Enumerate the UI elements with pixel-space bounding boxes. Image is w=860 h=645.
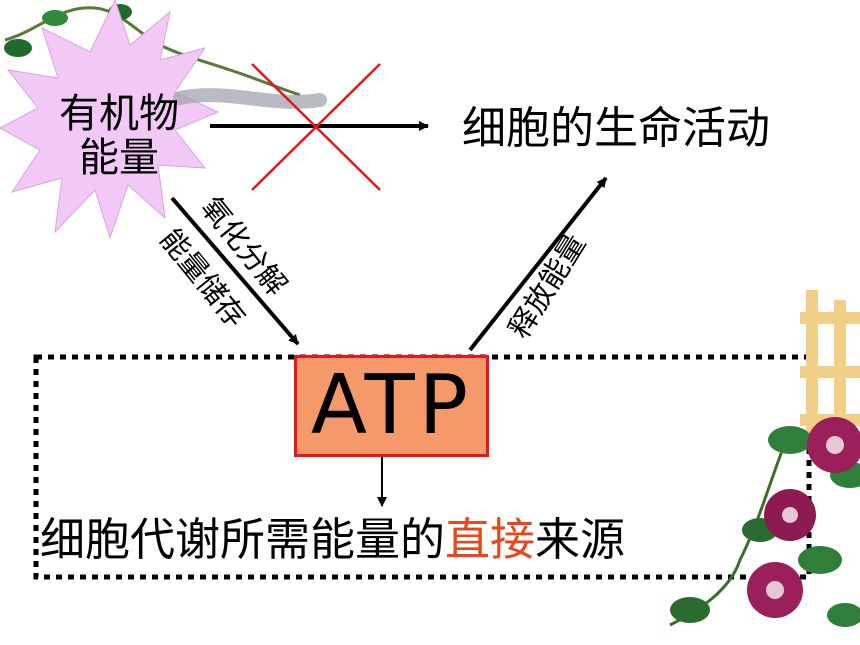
source-line1: 有机物 <box>59 91 179 137</box>
atp-label: ATP <box>310 358 473 453</box>
source-line2: 能量 <box>79 135 159 181</box>
morning-glory-decoration-icon <box>669 417 860 627</box>
target-label: 细胞的生命活动 <box>462 103 770 154</box>
atp-box <box>294 355 489 457</box>
release-arrow <box>468 176 608 352</box>
source-label: 有机物 能量 <box>44 92 194 180</box>
oxidation-arrow <box>170 196 300 346</box>
caption-part1: 细胞代谢所需能量的 <box>40 513 446 566</box>
lattice-decoration-icon <box>800 290 860 440</box>
caption-highlight: 直接 <box>445 513 536 566</box>
caption-part2: 来源 <box>535 513 626 566</box>
cross-mark-icon <box>251 63 381 191</box>
brush-stroke-icon <box>173 88 327 109</box>
bottom-caption: 细胞代谢所需能量的直接来源 <box>40 512 625 568</box>
starburst-icon <box>0 0 220 240</box>
